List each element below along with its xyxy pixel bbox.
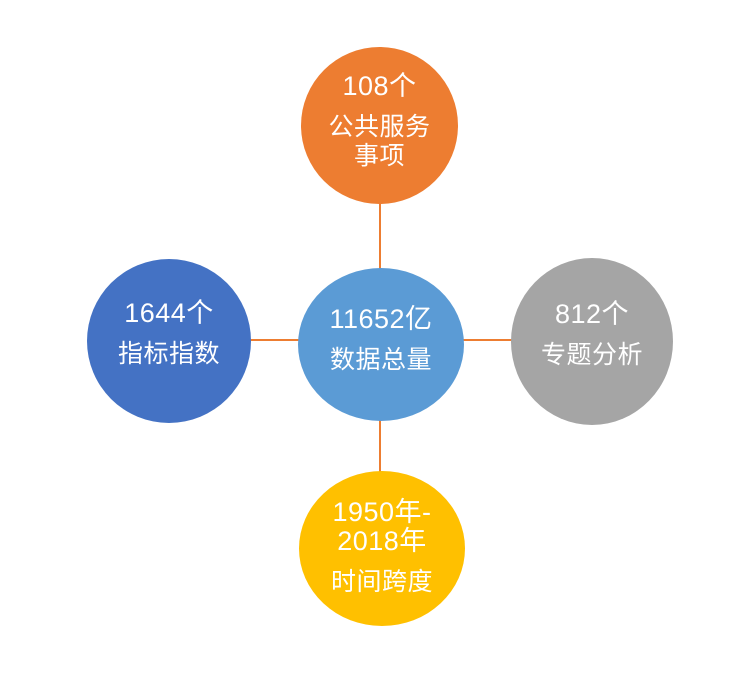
node-value: 1644个 [124,299,214,328]
node-value-line: 108个 [342,70,417,101]
connector-left [250,339,299,341]
node-value: 11652亿 [329,303,433,334]
node-value-line: 11652亿 [329,303,433,334]
connector-bottom [379,419,381,472]
connector-right [463,339,512,341]
node-top-public-services: 108个 公共服务 事项 [301,47,458,204]
node-label: 公共服务 事项 [328,113,430,171]
node-value-line: 1950年- [332,497,432,527]
node-value-line: 2018年 [337,526,427,556]
node-label-line: 专题分析 [540,340,643,369]
node-left-indicator-indexes: 1644个 指标指数 [87,259,251,423]
node-value: 812个 [554,298,630,329]
node-label: 数据总量 [330,346,432,375]
node-label: 时间跨度 [331,568,433,597]
node-label-line: 事项 [353,141,405,170]
node-label: 专题分析 [541,341,643,370]
node-value: 108个 [342,70,417,101]
node-label-line: 指标指数 [117,340,220,368]
node-label: 指标指数 [118,340,220,369]
node-label-line: 时间跨度 [330,568,433,596]
node-center-data-total: 11652亿 数据总量 [298,268,464,421]
node-label-line: 公共服务 [328,112,431,141]
connector-top [379,203,381,269]
node-right-topic-analyses: 812个 专题分析 [511,258,673,425]
node-label-line: 数据总量 [329,345,432,374]
node-value: 1950年- 2018年 [332,498,431,556]
node-value-line: 812个 [554,298,630,329]
node-value-line: 1644个 [124,298,214,328]
node-bottom-time-span: 1950年- 2018年 时间跨度 [299,471,465,626]
